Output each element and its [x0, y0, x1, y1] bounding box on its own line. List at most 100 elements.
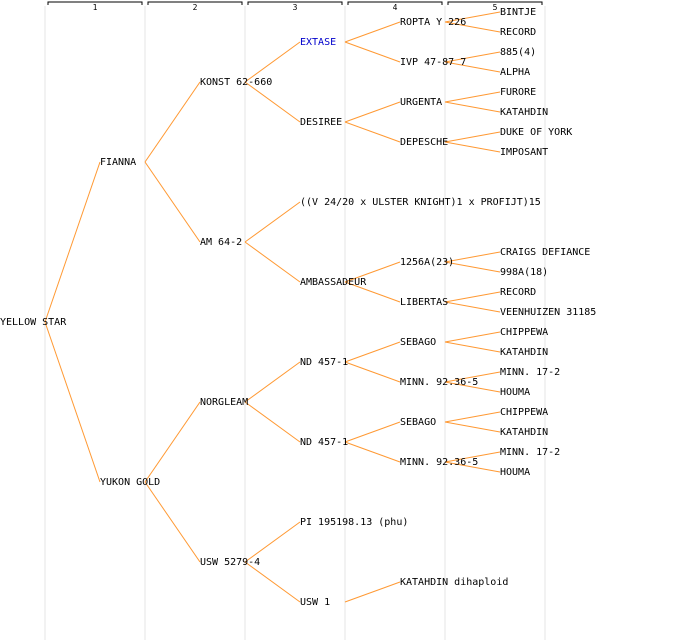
generation-bracket	[147, 1, 243, 5]
node-label-g4b[interactable]: IVP 47-87 7	[400, 57, 466, 68]
pedigree-edge	[444, 131, 501, 143]
node-label-g4i[interactable]: SEBAGO	[400, 417, 436, 428]
pedigree-edge	[344, 421, 401, 443]
pedigree-edge	[244, 241, 301, 283]
node-label-g5s[interactable]: MINN. 17-2	[500, 447, 560, 458]
node-label-g3c[interactable]: ((V 24/20 x ULSTER KNIGHT)1 x PROFIJT)15	[300, 197, 541, 208]
node-label-g5o[interactable]: MINN. 17-2	[500, 367, 560, 378]
pedigree-edge	[144, 481, 201, 563]
node-label-g5d[interactable]: ALPHA	[500, 67, 530, 78]
pedigree-edge	[444, 251, 501, 263]
node-label-g4c[interactable]: URGENTA	[400, 97, 442, 108]
generation-label: 5	[493, 3, 498, 12]
node-label-g4f[interactable]: LIBERTAS	[400, 297, 448, 308]
node-label-g5t[interactable]: HOUMA	[500, 467, 530, 478]
pedigree-edge	[244, 561, 301, 603]
node-label-g2d[interactable]: USW 5279-4	[200, 557, 260, 568]
pedigree-edge	[144, 81, 201, 163]
pedigree-edge	[244, 201, 301, 243]
node-label-g5l[interactable]: VEENHUIZEN 31185	[500, 307, 596, 318]
pedigree-edge	[244, 401, 301, 443]
node-label-g5c[interactable]: 885(4)	[500, 47, 536, 58]
node-label-g3a[interactable]: EXTASE	[300, 37, 336, 48]
generation-bracket	[347, 1, 443, 5]
pedigree-edge	[344, 41, 401, 63]
pedigree-edge	[444, 261, 501, 273]
node-label-g4k[interactable]: KATAHDIN dihaploid	[400, 577, 508, 588]
node-label-g2c[interactable]: NORGLEAM	[200, 397, 248, 408]
pedigree-edge	[444, 371, 501, 383]
node-label-g5q[interactable]: CHIPPEWA	[500, 407, 548, 418]
node-label-g4g[interactable]: SEBAGO	[400, 337, 436, 348]
node-label-g4a[interactable]: ROPTA Y 226	[400, 17, 466, 28]
node-label-g3b[interactable]: DESIREE	[300, 117, 342, 128]
pedigree-edge	[444, 61, 501, 73]
node-label-g5e[interactable]: FURORE	[500, 87, 536, 98]
node-label-g3g[interactable]: PI 195198.13 (phu)	[300, 517, 408, 528]
pedigree-edge	[444, 381, 501, 393]
node-label-g3f[interactable]: ND 457-1	[300, 437, 348, 448]
generation-label: 4	[393, 3, 398, 12]
pedigree-edge	[444, 341, 501, 353]
generation-label: 1	[93, 3, 98, 12]
pedigree-edge	[344, 281, 401, 303]
pedigree-edge	[44, 161, 101, 323]
pedigree-edge	[344, 441, 401, 463]
pedigree-edge	[444, 451, 501, 463]
node-label-g5a[interactable]: BINTJE	[500, 7, 536, 18]
node-label-g1b[interactable]: YUKON GOLD	[100, 477, 160, 488]
generation-bracket	[247, 1, 343, 5]
generation-label: 3	[293, 3, 298, 12]
pedigree-edge	[444, 21, 501, 33]
pedigree-edge	[344, 261, 401, 283]
node-label-g5b[interactable]: RECORD	[500, 27, 536, 38]
node-label-g5g[interactable]: DUKE OF YORK	[500, 127, 572, 138]
pedigree-edge	[444, 461, 501, 473]
node-label-g3h[interactable]: USW 1	[300, 597, 330, 608]
node-label-g5k[interactable]: RECORD	[500, 287, 536, 298]
node-label-g2b[interactable]: AM 64-2	[200, 237, 242, 248]
pedigree-edge	[344, 101, 401, 123]
pedigree-edge	[444, 411, 501, 423]
generation-label: 2	[193, 3, 198, 12]
pedigree-edge	[144, 161, 201, 243]
node-label-g4e[interactable]: 1256A(23)	[400, 257, 454, 268]
node-label-g5h[interactable]: IMPOSANT	[500, 147, 548, 158]
node-label-g4h[interactable]: MINN. 92.36-5	[400, 377, 478, 388]
pedigree-edge	[344, 361, 401, 383]
node-label-g2a[interactable]: KONST 62-660	[200, 77, 272, 88]
node-label-g5j[interactable]: 998A(18)	[500, 267, 548, 278]
node-label-g5r[interactable]: KATAHDIN	[500, 427, 548, 438]
node-label-g4j[interactable]: MINN. 92.36-5	[400, 457, 478, 468]
node-label-g3e[interactable]: ND 457-1	[300, 357, 348, 368]
node-label-g1a[interactable]: FIANNA	[100, 157, 136, 168]
node-label-g5n[interactable]: KATAHDIN	[500, 347, 548, 358]
pedigree-edge	[444, 421, 501, 433]
pedigree-edge	[344, 581, 401, 603]
node-label-g5i[interactable]: CRAIGS DEFIANCE	[500, 247, 590, 258]
node-label-g5f[interactable]: KATAHDIN	[500, 107, 548, 118]
generation-bracket	[47, 1, 143, 5]
node-label-g5m[interactable]: CHIPPEWA	[500, 327, 548, 338]
pedigree-edge	[344, 21, 401, 43]
node-label-root[interactable]: YELLOW STAR	[0, 317, 67, 328]
pedigree-edge	[344, 121, 401, 143]
pedigree-edge	[44, 321, 101, 483]
pedigree-edge	[244, 521, 301, 563]
pedigree-edge	[144, 401, 201, 483]
pedigree-edge	[444, 291, 501, 303]
node-label-g3d[interactable]: AMBASSADEUR	[300, 277, 367, 288]
generation-bracket	[447, 1, 543, 5]
pedigree-edge	[444, 101, 501, 113]
node-label-g4d[interactable]: DEPESCHE	[400, 137, 448, 148]
pedigree-edge	[244, 361, 301, 403]
pedigree-edge	[444, 331, 501, 343]
pedigree-edge	[444, 11, 501, 23]
pedigree-edge	[444, 141, 501, 153]
pedigree-edge	[444, 301, 501, 313]
pedigree-edge	[444, 91, 501, 103]
node-label-g5p[interactable]: HOUMA	[500, 387, 530, 398]
pedigree-edge	[444, 51, 501, 63]
